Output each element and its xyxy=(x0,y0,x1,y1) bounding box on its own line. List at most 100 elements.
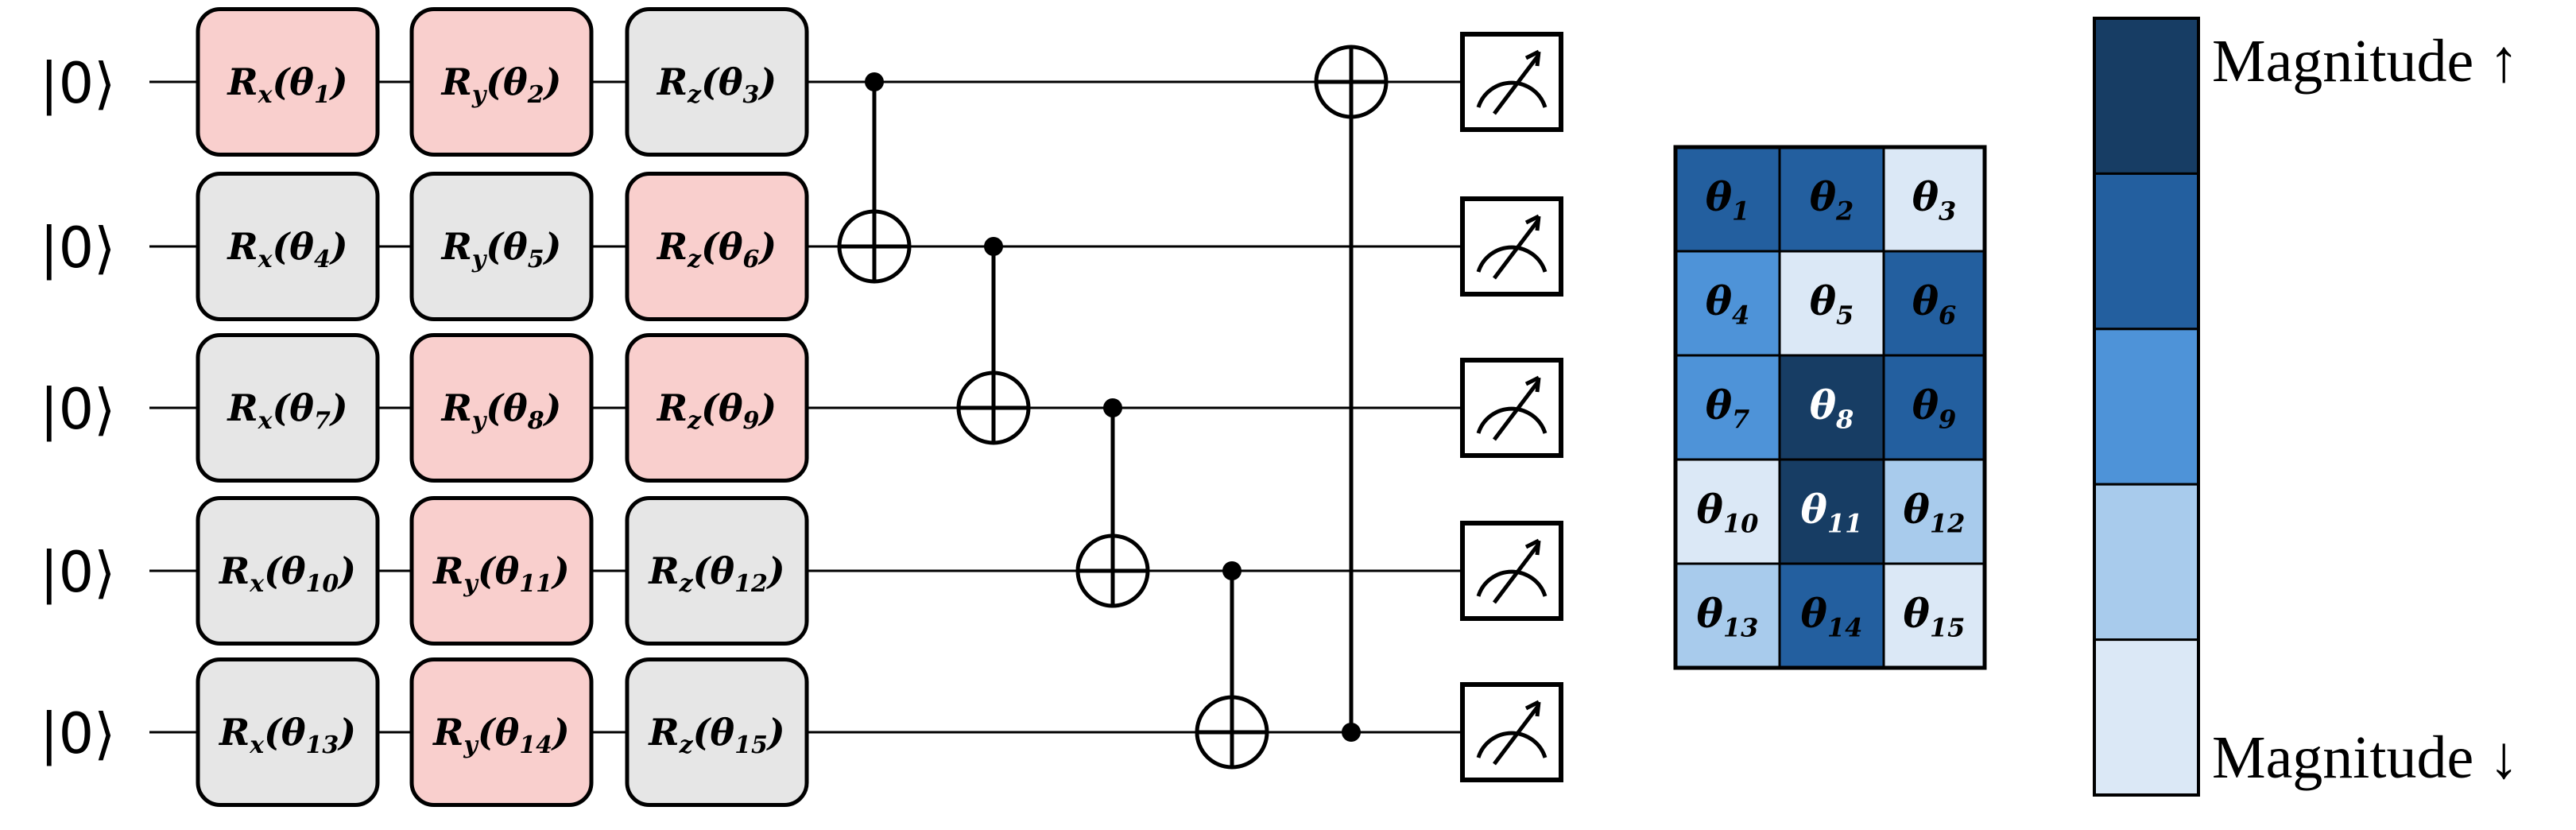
heatmap-cell-label: θ1 xyxy=(1706,173,1750,227)
meter-arrowhead xyxy=(1524,375,1541,393)
gate-close-paren: ) xyxy=(543,386,562,429)
gate-axis: x xyxy=(258,81,273,109)
gate-close-paren: ) xyxy=(543,60,562,103)
rotation-gate xyxy=(196,333,380,483)
heatmap-index: 2 xyxy=(1835,196,1854,227)
gate-close-paren: ) xyxy=(766,711,785,754)
gate-axis: z xyxy=(679,570,694,598)
gate-label: Ry(θ2) xyxy=(440,60,562,109)
heatmap-symbol: θ xyxy=(1697,486,1724,533)
gate-label: Rx(θ4) xyxy=(226,225,347,273)
gate-prefix: R xyxy=(647,711,679,754)
gate-param-symbol: (θ xyxy=(701,60,743,103)
rotation-gate xyxy=(625,496,809,646)
gate-axis: z xyxy=(687,407,702,435)
circuit-diagram: |0⟩|0⟩|0⟩|0⟩|0⟩Rx(θ1)Ry(θ2)Rz(θ3)Rx(θ4)R… xyxy=(40,7,1563,807)
meter-arrowhead xyxy=(1524,214,1541,231)
heatmap-cell xyxy=(1882,354,1986,461)
rotation-gate xyxy=(625,172,809,321)
heatmap-index: 1 xyxy=(1732,196,1749,227)
colorbar-top-label: Magnitude ↑ xyxy=(2212,28,2519,95)
meter-arc xyxy=(1476,245,1548,273)
cnot-control-dot xyxy=(1342,723,1361,742)
gate-label: Rz(θ9) xyxy=(656,386,777,435)
gate-prefix: R xyxy=(218,549,250,592)
meter-arrowhead xyxy=(1524,700,1541,717)
gate-prefix: R xyxy=(440,386,472,429)
heatmap-index: 3 xyxy=(1939,196,1956,227)
heatmap-index: 4 xyxy=(1732,301,1749,331)
gate-param-symbol: (θ xyxy=(264,549,306,592)
colorbar-border xyxy=(2093,17,2200,797)
rotation-gate xyxy=(625,333,809,483)
heatmap-cell-label: θ13 xyxy=(1697,590,1759,643)
heatmap-cell-label: θ5 xyxy=(1810,277,1854,331)
heatmap-cell-label: θ12 xyxy=(1904,486,1966,539)
gate-label: Rx(θ13) xyxy=(218,711,356,759)
heatmap-index: 5 xyxy=(1836,301,1854,331)
heatmap-index: 9 xyxy=(1939,405,1956,435)
heatmap-cell-label: θ10 xyxy=(1697,486,1759,539)
gate-label: Rz(θ3) xyxy=(656,60,777,109)
cnot-control-dot xyxy=(865,72,884,91)
gate-prefix: R xyxy=(218,711,250,754)
gate-axis: z xyxy=(679,731,694,759)
gate-close-paren: ) xyxy=(329,60,348,103)
heatmap-index: 6 xyxy=(1939,301,1956,331)
colorbar-segment xyxy=(2093,172,2200,331)
qubit-state-label: |0⟩ xyxy=(40,701,115,766)
measurement-meter-icon xyxy=(1460,32,1563,132)
gate-param-symbol: (θ xyxy=(701,225,743,268)
rotation-gate xyxy=(196,496,380,646)
heatmap-cell-label: θ11 xyxy=(1801,486,1863,539)
heatmap-cell-label: θ9 xyxy=(1912,382,1957,435)
heatmap-cell xyxy=(1778,250,1885,357)
heatmap-cell xyxy=(1778,458,1885,565)
gate-close-paren: ) xyxy=(551,711,570,754)
rotation-gate xyxy=(409,333,594,483)
meter-arrowhead xyxy=(1524,538,1541,556)
gate-label: Rx(θ1) xyxy=(226,60,347,109)
gate-close-paren: ) xyxy=(337,711,356,754)
gate-prefix: R xyxy=(432,549,463,592)
gate-param-symbol: (θ xyxy=(273,386,315,429)
gate-prefix: R xyxy=(226,60,258,103)
meter-arrowhead xyxy=(1524,49,1541,67)
colorbar-bottom-label: Magnitude ↓ xyxy=(2212,724,2519,791)
gate-param-symbol: (θ xyxy=(486,60,528,103)
gate-param-symbol: (θ xyxy=(693,549,735,592)
gate-prefix: R xyxy=(432,711,463,754)
heatmap-symbol: θ xyxy=(1904,590,1931,637)
heatmap-symbol: θ xyxy=(1706,277,1733,324)
gate-param-symbol: (θ xyxy=(486,386,528,429)
rotation-gate xyxy=(409,657,594,807)
gate-prefix: R xyxy=(226,386,258,429)
heatmap-symbol: θ xyxy=(1697,590,1724,637)
rotation-gate xyxy=(196,172,380,321)
measurement-meter-icon xyxy=(1460,196,1563,297)
heatmap-cell-label: θ7 xyxy=(1706,382,1750,435)
qubit-state-label: |0⟩ xyxy=(40,51,115,116)
heatmap-cell-label: θ14 xyxy=(1801,590,1863,643)
gate-label: Rx(θ10) xyxy=(218,549,356,598)
gate-prefix: R xyxy=(656,386,688,429)
heatmap-symbol: θ xyxy=(1810,173,1837,220)
meter-needle xyxy=(1493,379,1540,441)
gate-param-symbol: (θ xyxy=(264,711,306,754)
gate-param-index: 10 xyxy=(306,570,339,598)
gate-axis: y xyxy=(471,81,488,109)
gate-axis: y xyxy=(471,246,488,273)
gate-close-paren: ) xyxy=(551,549,570,592)
gate-param-index: 3 xyxy=(743,81,760,109)
gate-axis: y xyxy=(463,731,479,759)
colorbar-segment xyxy=(2093,483,2200,642)
meter-arc xyxy=(1476,80,1548,108)
heatmap-symbol: θ xyxy=(1801,486,1828,533)
gate-param-symbol: (θ xyxy=(273,60,315,103)
heatmap-symbol: θ xyxy=(1801,590,1828,637)
gate-param-symbol: (θ xyxy=(478,711,520,754)
meter-needle xyxy=(1493,218,1540,280)
measurement-meter-icon xyxy=(1460,358,1563,458)
rotation-gate xyxy=(409,7,594,157)
